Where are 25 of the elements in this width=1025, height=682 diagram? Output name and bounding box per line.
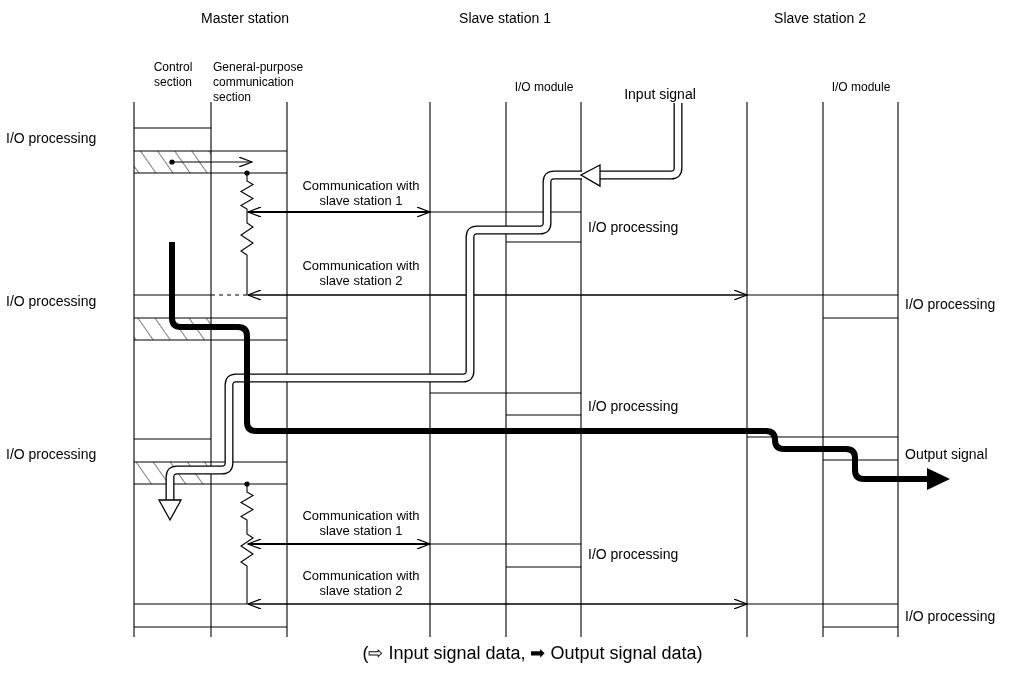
- label: General-purpose communication section: [213, 60, 305, 105]
- label: I/O processing: [588, 218, 680, 237]
- label: I/O module: [513, 79, 575, 96]
- label: I/O processing: [588, 397, 680, 416]
- label: I/O processing: [905, 607, 997, 626]
- label: Communication with slave station 2: [301, 568, 421, 598]
- caption: (⇨ Input signal data, ➡ Output signal data): [361, 642, 704, 665]
- label: I/O processing: [905, 295, 997, 314]
- label: Communication with slave station 1: [301, 508, 421, 538]
- label: I/O processing: [6, 129, 98, 148]
- label: Control section: [152, 60, 194, 90]
- label: Slave station 1: [458, 9, 552, 28]
- label: Master station: [200, 9, 290, 28]
- signal-label: Input signal: [614, 84, 706, 105]
- label: Communication with slave station 1: [301, 178, 421, 208]
- hollow-arrow: [579, 103, 683, 188]
- label: Slave station 2: [773, 9, 867, 28]
- arrow: [169, 156, 253, 168]
- label: I/O processing: [588, 545, 680, 564]
- label: Output signal: [905, 445, 989, 464]
- label: I/O processing: [6, 445, 98, 464]
- label: Communication with slave station 2: [301, 258, 421, 288]
- label: I/O module: [830, 79, 892, 96]
- hatched-block: [134, 151, 211, 173]
- label: I/O processing: [6, 292, 98, 311]
